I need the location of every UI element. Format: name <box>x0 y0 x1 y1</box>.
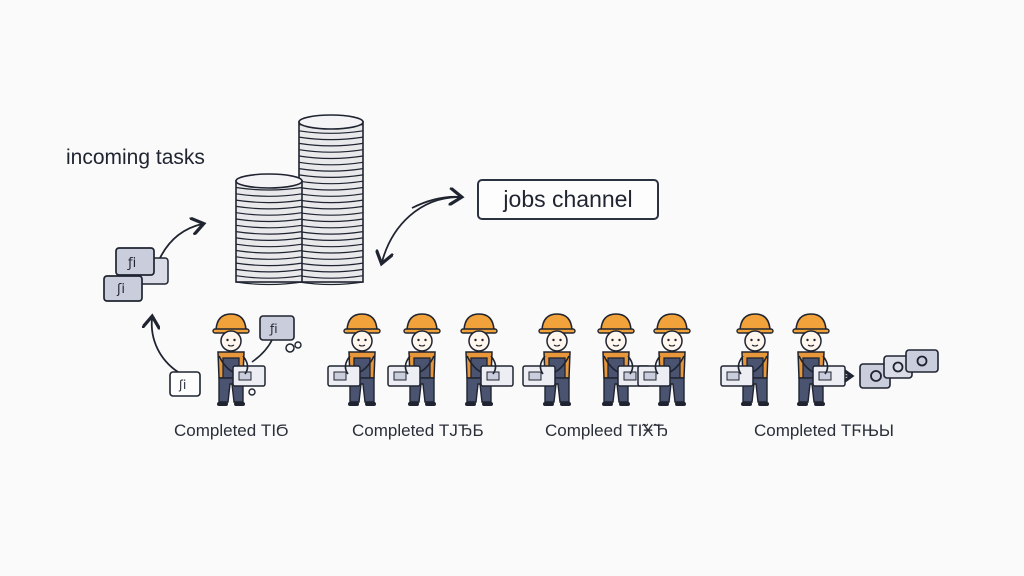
task-card-glyph: ʃi <box>178 378 186 392</box>
task-card-glyph: ƒi <box>127 256 136 271</box>
coin-stack-tall <box>298 114 364 286</box>
worker-figure <box>597 313 651 406</box>
return-arrow-left <box>152 318 179 373</box>
first-worker-cards: ʃi ƒi <box>169 315 302 397</box>
completed-label-4: Completed ΤϜЊЫ <box>754 421 894 440</box>
worker-figure <box>460 313 514 406</box>
task-card-glyph: ʃi <box>116 282 125 297</box>
completed-label-1: Completed ΤΙϬ <box>174 421 289 440</box>
task-queue-stacks <box>235 114 364 286</box>
completed-label-2: Completed ΤJЂБ <box>352 421 484 440</box>
worker-figure <box>387 313 441 406</box>
jobs-channel-label: jobs channel <box>503 186 633 212</box>
worker-figure <box>522 313 576 406</box>
jobs-channel-box: jobs channel <box>477 179 659 220</box>
task-card-glyph: ƒi <box>269 322 278 336</box>
incoming-task-cards: ƒi ʃi <box>103 247 169 302</box>
coin-stack-short <box>235 173 303 286</box>
completed-label-3: Compleed ΤΙ̃Ӿ̃Ђ <box>545 421 669 440</box>
channel-arrow <box>382 196 459 262</box>
worker-figure <box>327 313 381 406</box>
return-arrow-first-worker <box>251 339 273 363</box>
worker-figure <box>637 313 691 406</box>
incoming-arrow <box>159 224 202 259</box>
incoming-tasks-label: incoming tasks <box>66 146 205 169</box>
channel-arrow-return <box>411 197 460 209</box>
worker-figure <box>792 313 846 406</box>
worker-group <box>212 313 846 406</box>
completed-task-cards <box>859 349 939 389</box>
worker-figure <box>720 313 774 406</box>
worker-figure <box>212 313 266 406</box>
